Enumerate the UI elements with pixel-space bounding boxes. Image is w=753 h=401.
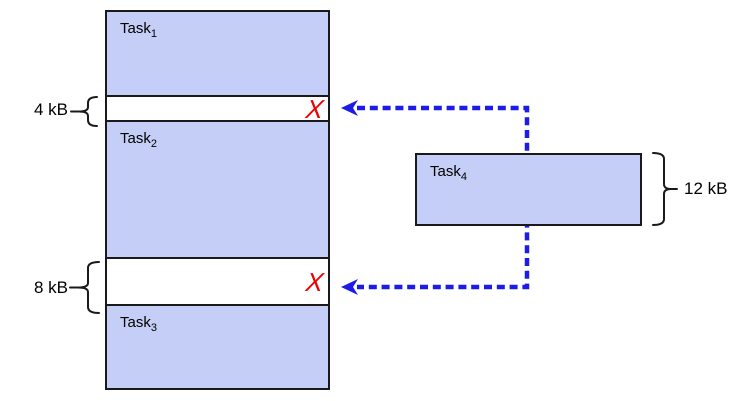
brace-8kb-icon <box>69 261 100 314</box>
task4-name: Task <box>430 163 461 180</box>
task4-size-label-12kb: 12 kB <box>684 179 728 198</box>
task1-label: Task1 <box>120 20 157 40</box>
brace-4kb-icon <box>70 96 98 127</box>
task3-label: Task3 <box>120 314 157 334</box>
task1-subscript: 1 <box>150 28 157 40</box>
memory-block-task3: Task3 <box>107 306 328 388</box>
free-gap-4kb: X <box>107 94 328 124</box>
brace-12kb-icon <box>652 152 678 226</box>
gap-size-label-4kb: 4 kB <box>33 100 68 119</box>
arrowhead-left-icon <box>341 100 358 116</box>
task4-subscript: 4 <box>460 171 467 183</box>
incoming-task4-box: Task4 <box>415 153 642 226</box>
task2-name: Task <box>120 130 151 147</box>
task2-subscript: 2 <box>150 138 157 150</box>
task3-subscript: 3 <box>150 322 157 334</box>
memory-block-task2: Task2 <box>107 122 328 259</box>
task1-name: Task <box>120 20 151 37</box>
free-gap-8kb: X <box>107 259 328 306</box>
arrowhead-left-icon <box>341 279 358 295</box>
memory-column: Task1 X Task2 X Task3 <box>105 10 330 390</box>
gap-size-label-8kb: 8 kB <box>33 278 68 297</box>
memory-block-task1: Task1 <box>107 12 328 97</box>
task3-name: Task <box>120 314 151 331</box>
task4-label: Task4 <box>430 163 467 183</box>
task2-label: Task2 <box>120 130 157 150</box>
